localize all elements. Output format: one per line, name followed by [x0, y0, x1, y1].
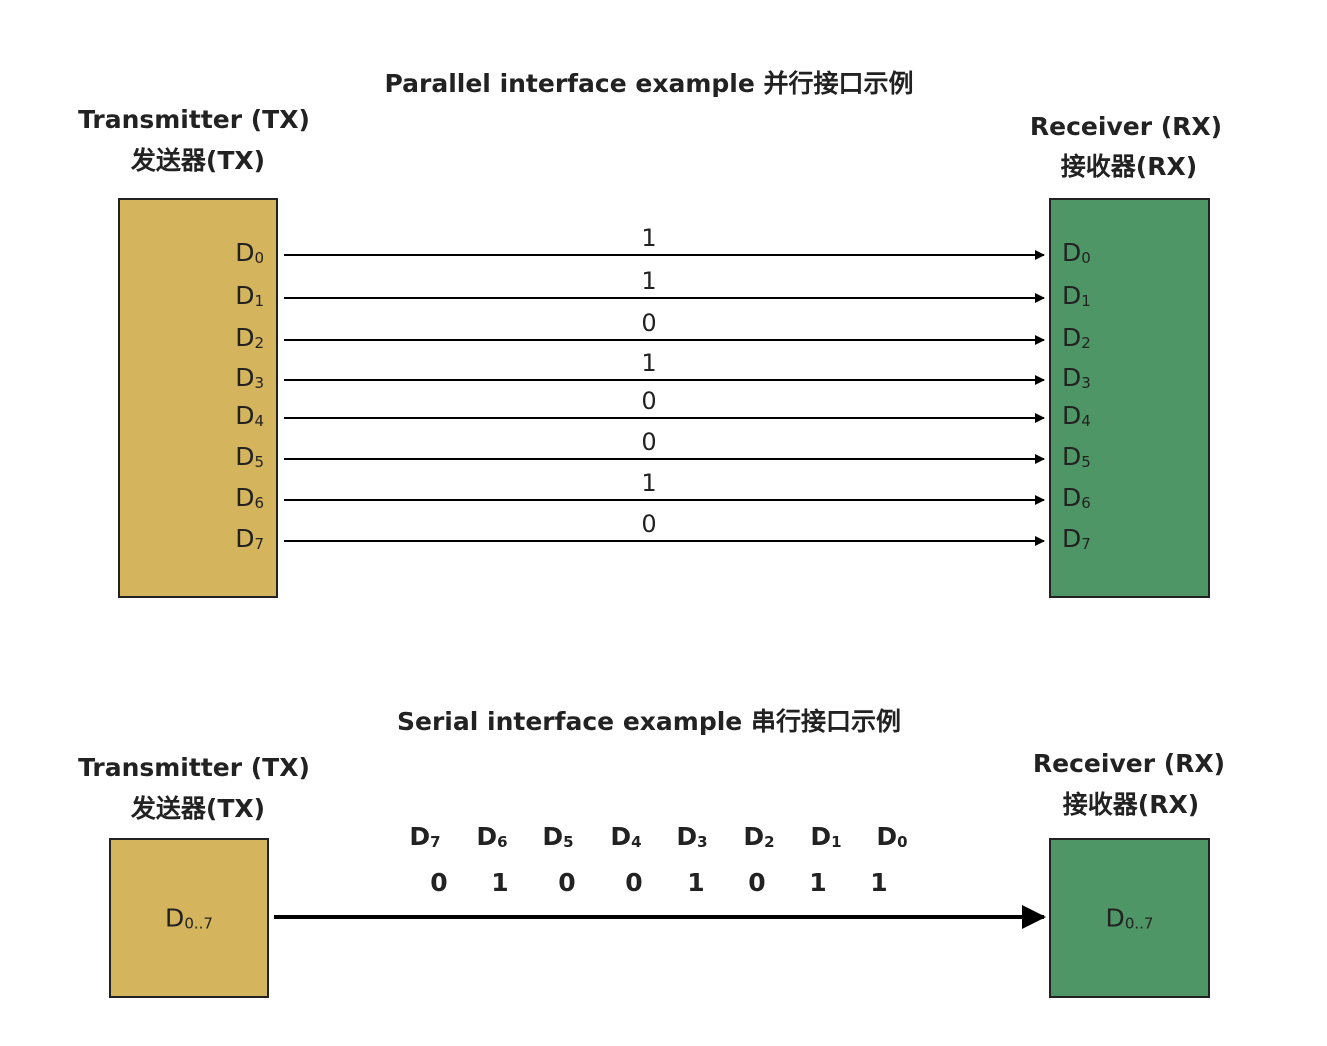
parallel-tx-label-zh: 发送器(TX)	[130, 146, 266, 175]
parallel-rx-pin-label: D4	[1062, 401, 1091, 430]
serial-rx-label-zh: 接收器(RX)	[1062, 790, 1200, 819]
parallel-tx-label-en: Transmitter (TX)	[78, 105, 310, 134]
serial-bit-value: 0	[748, 868, 766, 897]
serial-bit-label: D0	[876, 822, 908, 851]
serial-tx-box-text: D0..7	[165, 903, 213, 933]
parallel-rx-pin-label: D6	[1062, 483, 1091, 512]
parallel-rx-pin-label: D2	[1062, 323, 1091, 352]
parallel-bit-value: 0	[641, 510, 657, 538]
parallel-bit-value: 1	[641, 224, 657, 252]
serial-bit-label: D7	[409, 822, 441, 851]
parallel-tx-pin-label: D6	[235, 483, 264, 512]
parallel-bit-value: 0	[641, 428, 657, 456]
serial-tx-label-en: Transmitter (TX)	[78, 753, 310, 782]
serial-bit-label: D2	[743, 822, 775, 851]
parallel-bit-value: 1	[641, 267, 657, 295]
parallel-rx-pin-label: D1	[1062, 281, 1091, 310]
serial-bit-value: 1	[809, 868, 827, 897]
parallel-rx-label-zh: 接收器(RX)	[1060, 152, 1198, 181]
parallel-rx-pin-label: D0	[1062, 238, 1091, 267]
serial-bit-label: D3	[676, 822, 708, 851]
serial-bit-label: D6	[476, 822, 508, 851]
serial-bit-label: D5	[542, 822, 574, 851]
parallel-bit-value: 1	[641, 349, 657, 377]
serial-bit-value: 1	[870, 868, 888, 897]
serial-bit-value: 1	[687, 868, 705, 897]
serial-transmitter-box: D0..7	[109, 838, 269, 998]
parallel-tx-pin-label: D5	[235, 442, 264, 471]
serial-title: Serial interface example 串行接口示例	[397, 707, 901, 736]
parallel-tx-pin-label: D7	[235, 524, 264, 553]
parallel-tx-pin-label: D1	[235, 281, 264, 310]
serial-receiver-box: D0..7	[1049, 838, 1210, 998]
serial-bit-label: D4	[610, 822, 642, 851]
serial-rx-box-text: D0..7	[1105, 903, 1154, 933]
serial-bit-value: 0	[625, 868, 643, 897]
parallel-bit-value: 1	[641, 469, 657, 497]
parallel-tx-pin-label: D0	[235, 238, 264, 267]
parallel-rx-label-en: Receiver (RX)	[1029, 112, 1223, 141]
serial-tx-label-zh: 发送器(TX)	[130, 794, 266, 823]
parallel-bit-value: 0	[641, 309, 657, 337]
parallel-tx-pin-label: D3	[235, 363, 264, 392]
serial-bit-value: 0	[558, 868, 576, 897]
parallel-tx-pin-label: D2	[235, 323, 264, 352]
parallel-rx-pin-label: D3	[1062, 363, 1091, 392]
parallel-receiver-box	[1049, 198, 1210, 598]
serial-bit-label: D1	[810, 822, 842, 851]
parallel-rx-pin-label: D7	[1062, 524, 1091, 553]
serial-bit-value: 1	[491, 868, 509, 897]
parallel-rx-pin-label: D5	[1062, 442, 1091, 471]
parallel-tx-pin-label: D4	[235, 401, 264, 430]
serial-rx-label-en: Receiver (RX)	[1032, 749, 1226, 778]
parallel-transmitter-box	[118, 198, 278, 598]
serial-bit-value: 0	[430, 868, 448, 897]
parallel-title: Parallel interface example 并行接口示例	[384, 69, 914, 98]
parallel-bit-value: 0	[641, 387, 657, 415]
